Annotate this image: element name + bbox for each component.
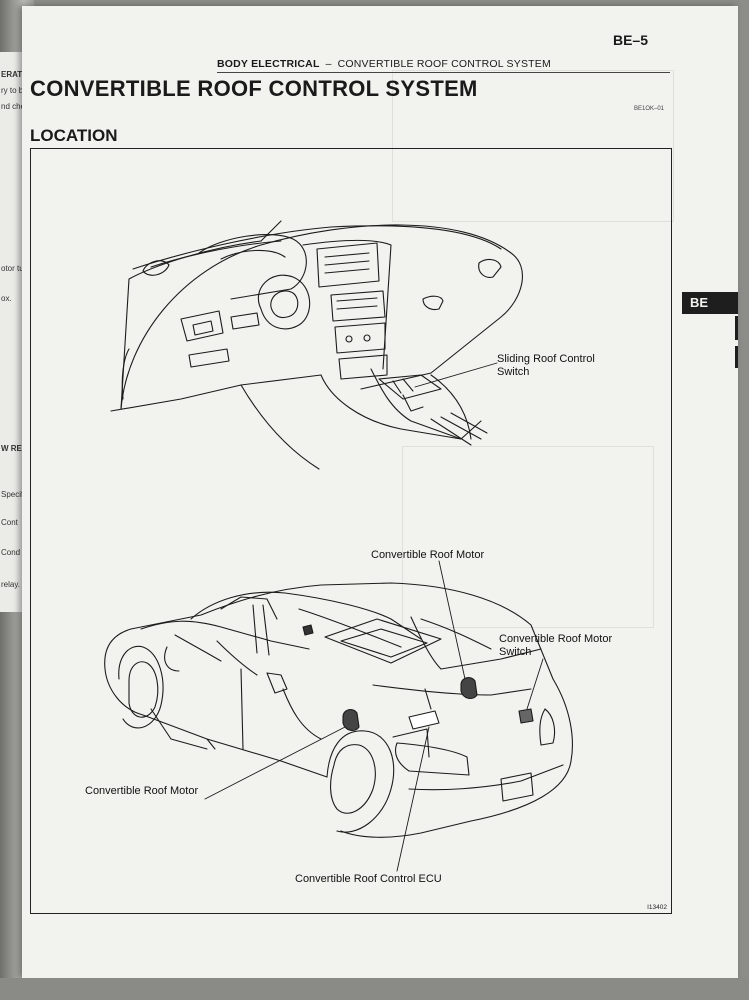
prev-fragment: W RELAY — [1, 444, 38, 453]
prev-fragment: Specifi — [1, 490, 26, 499]
callout-sliding-roof-switch: Sliding Roof Control Switch — [497, 353, 595, 379]
bleed-through — [402, 446, 654, 628]
header-separator: – — [325, 58, 332, 70]
header-rule — [217, 72, 670, 73]
callout-roof-control-ecu: Convertible Roof Control ECU — [295, 873, 442, 885]
background-surface — [0, 978, 749, 1000]
header-system: CONVERTIBLE ROOF CONTROL SYSTEM — [337, 58, 551, 70]
callout-line: Switch — [499, 646, 532, 658]
prev-fragment: ry to be — [1, 86, 28, 95]
page-title: CONVERTIBLE ROOF CONTROL SYSTEM — [30, 76, 478, 101]
page-number: BE–5 — [612, 32, 648, 48]
document-code: BE1OK–01 — [634, 106, 665, 112]
callout-line: Convertible Roof Motor — [499, 633, 613, 645]
prev-fragment: relay. — [1, 580, 20, 589]
prev-fragment: ox. — [1, 294, 12, 303]
prev-fragment: Cond — [1, 548, 21, 557]
tab-marker — [735, 346, 738, 368]
prev-fragment: otor turn — [1, 264, 31, 273]
figure-code: I13402 — [647, 904, 667, 911]
header-section: BODY ELECTRICAL — [217, 58, 320, 70]
dashboard-and-car-illustration — [104, 220, 573, 872]
prev-fragment: ERATIO — [1, 70, 31, 79]
prev-fragment: Cont — [1, 518, 18, 527]
car-drawing — [104, 582, 573, 838]
leader-lines — [204, 362, 544, 872]
callout-line: Switch — [497, 366, 530, 378]
tab-marker — [735, 316, 738, 340]
dashboard-drawing — [110, 220, 524, 470]
section-subtitle: LOCATION — [30, 126, 118, 145]
prev-fragment: nd chec — [1, 102, 30, 111]
callout-roof-motor-switch: Convertible Roof Motor Switch — [499, 633, 612, 659]
location-figure: Sliding Roof Control Switch Convertible … — [30, 148, 672, 914]
section-tab-be: BE — [682, 292, 738, 314]
bleed-through — [392, 70, 674, 222]
callout-roof-motor-upper: Convertible Roof Motor — [371, 549, 485, 561]
running-header: BODY ELECTRICAL–CONVERTIBLE ROOF CONTROL… — [217, 58, 551, 70]
callout-roof-motor-lower: Convertible Roof Motor — [85, 785, 199, 797]
manual-page: BE–5 BODY ELECTRICAL–CONVERTIBLE ROOF CO… — [22, 6, 738, 978]
callout-line: Sliding Roof Control — [497, 353, 595, 365]
